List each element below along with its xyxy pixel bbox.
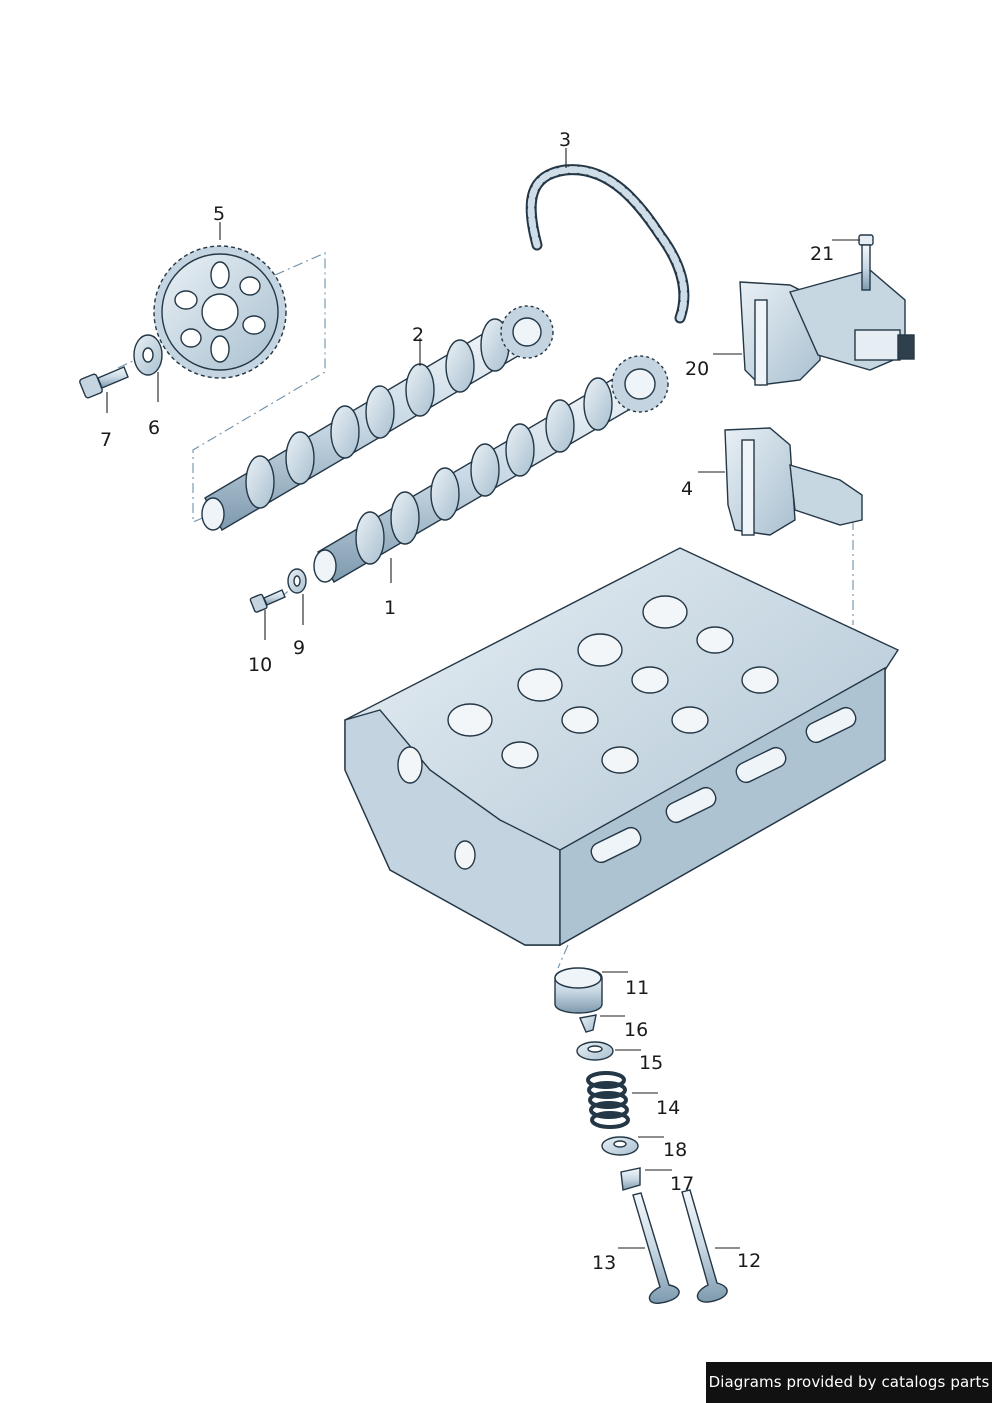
valve-stem-seal: [620, 1167, 641, 1191]
callout-2: 2: [412, 324, 425, 346]
callout-17: 17: [670, 1173, 695, 1195]
callout-14: 14: [656, 1097, 681, 1119]
callout-21: 21: [810, 243, 835, 265]
callout-15: 15: [639, 1052, 664, 1074]
bolt-10: [249, 589, 286, 613]
callout-3: 3: [559, 129, 572, 151]
chain-guide: [724, 427, 863, 536]
valve-13: [632, 1192, 680, 1304]
washer-6: [133, 334, 163, 376]
valve-cotter: [579, 1014, 597, 1033]
callout-1: 1: [384, 597, 397, 619]
spring-retainer: [576, 1041, 614, 1061]
valve-spring: [586, 1071, 630, 1129]
callout-12: 12: [737, 1250, 762, 1272]
callout-5: 5: [213, 203, 226, 225]
valve-12: [681, 1189, 728, 1303]
spring-seat: [601, 1136, 639, 1156]
camshaft-2: [201, 305, 554, 531]
credit-banner: Diagrams provided by catalogs parts: [706, 1362, 992, 1403]
bucket-tappet: [554, 967, 603, 1014]
callout-7: 7: [100, 429, 113, 451]
bolt-7: [79, 366, 129, 399]
bolt-21: [858, 234, 874, 291]
leader-lines: [106, 148, 860, 1249]
callout-11: 11: [625, 977, 650, 999]
callout-10: 10: [248, 654, 273, 676]
callout-4: 4: [681, 478, 694, 500]
washer-9: [287, 568, 307, 594]
timing-chain: [525, 164, 690, 324]
camshaft-sprocket: [153, 245, 287, 379]
callout-13: 13: [592, 1252, 617, 1274]
chain-tensioner: [739, 269, 915, 386]
camshaft-1: [313, 355, 669, 583]
callout-9: 9: [293, 637, 306, 659]
callout-6: 6: [148, 417, 161, 439]
callout-16: 16: [624, 1019, 649, 1041]
callout-20: 20: [685, 358, 710, 380]
cylinder-head: [344, 547, 900, 947]
callout-18: 18: [663, 1139, 688, 1161]
